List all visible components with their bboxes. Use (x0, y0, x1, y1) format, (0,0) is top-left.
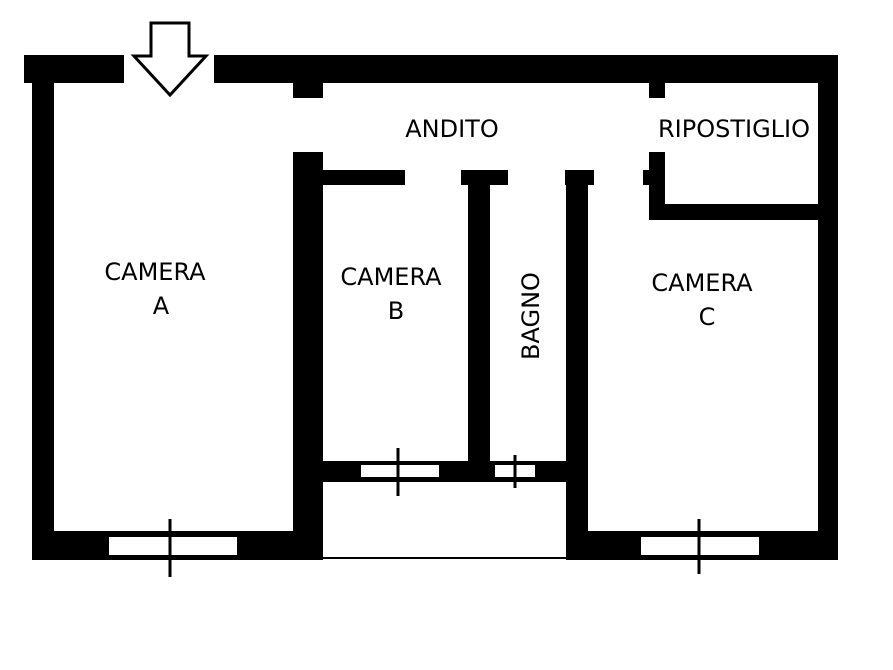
wall-ripostiglio-bottom (649, 204, 838, 220)
wall-ripostiglio-left (649, 152, 665, 220)
wall-andito-camera-b (323, 170, 405, 185)
window-camera-b (359, 448, 441, 496)
room-label-camera-c: CAMERA (651, 269, 753, 297)
stub-ripostiglio-top (649, 83, 665, 98)
wall-camera-b-bagno (468, 170, 490, 480)
right-wall (818, 55, 838, 560)
stub-top-left (293, 83, 323, 98)
down-arrow-icon (130, 21, 210, 98)
window-bagno (493, 455, 537, 488)
room-label-camera-a: CAMERA (104, 258, 206, 286)
room-label-camera-a-letter: A (153, 292, 170, 320)
room-label-ripostiglio: RIPOSTIGLIO (658, 115, 810, 143)
room-label-andito: ANDITO (405, 115, 498, 143)
left-wall (32, 55, 54, 560)
stub-andito-right (643, 170, 649, 185)
top-wall-right (214, 55, 838, 83)
wall-camera-a-b (293, 152, 323, 560)
room-label-bagno: BAGNO (517, 272, 545, 360)
room-label-camera-b-letter: B (388, 297, 404, 325)
interior-walls (293, 83, 838, 560)
wall-bagno-camera-c (566, 170, 588, 560)
room-label-camera-b: CAMERA (340, 263, 442, 291)
room-label-camera-c-letter: C (699, 303, 716, 331)
window-camera-c (639, 519, 761, 574)
window-camera-a (107, 519, 239, 577)
